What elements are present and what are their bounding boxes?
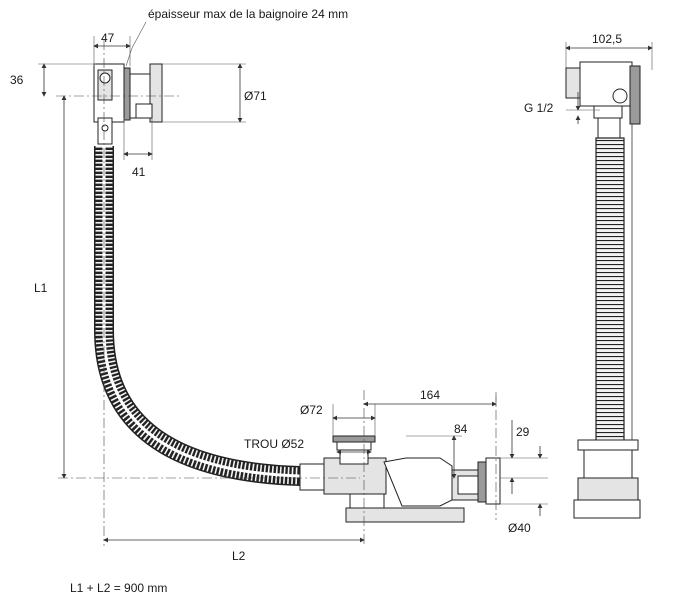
dim-40-label: Ø40 [508, 521, 531, 535]
dim-72-label: Ø72 [300, 403, 323, 417]
flexible-hose [94, 146, 301, 486]
dim-L1-label: L1 [34, 281, 48, 295]
side-view: 102,5 G 1/2 [524, 32, 653, 519]
dim-1025-label: 102,5 [592, 32, 622, 46]
dim-41-label: 41 [132, 165, 146, 179]
waste-assembly [299, 435, 501, 523]
dim-L2-label: L2 [232, 549, 246, 563]
front-view: 36 47 épaisseur max de la baignoire 24 m… [10, 7, 548, 563]
dim-84-label: 84 [454, 422, 468, 436]
dim-164-label: 164 [420, 388, 440, 402]
dim-29-label: 29 [516, 425, 530, 439]
side-hose [595, 137, 625, 479]
dim-71-label: Ø71 [244, 89, 267, 103]
trou-52-label: TROU Ø52 [244, 437, 304, 451]
dim-36-label: 36 [10, 73, 24, 87]
dim-g12-label: G 1/2 [524, 101, 554, 115]
tub-thickness-label: épaisseur max de la baignoire 24 mm [148, 7, 348, 21]
dim-47-label: 47 [101, 31, 115, 45]
overflow-head [93, 63, 163, 145]
formula-label: L1 + L2 = 900 mm [70, 581, 167, 595]
